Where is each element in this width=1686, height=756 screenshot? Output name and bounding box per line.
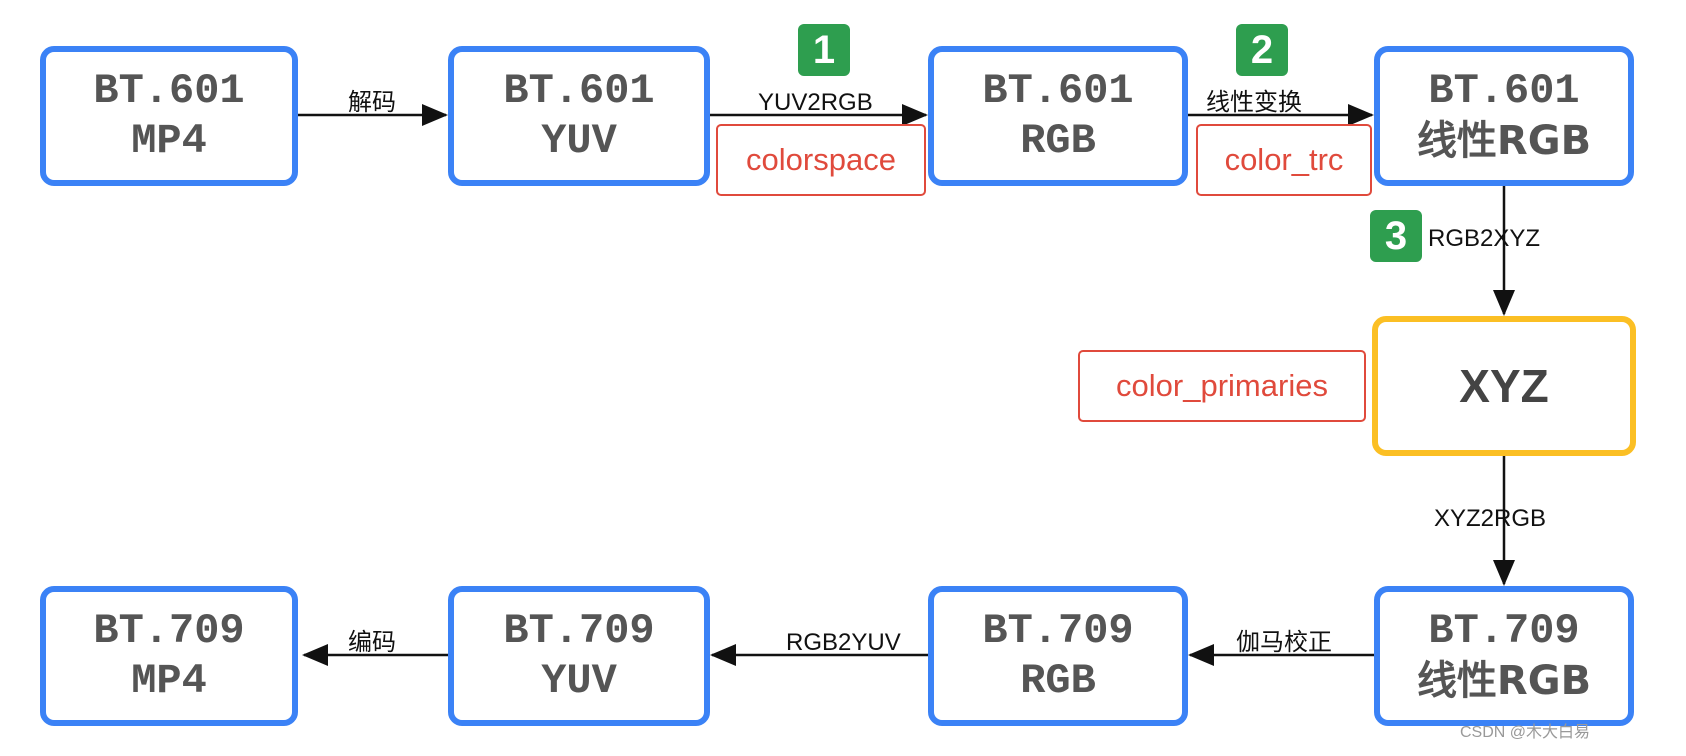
node-bt709-yuv-line2: YUV (541, 657, 617, 705)
node-bt709-yuv: BT.709 YUV (448, 586, 710, 726)
node-bt601-rgb: BT.601 RGB (928, 46, 1188, 186)
node-bt601-mp4-line2: MP4 (131, 117, 207, 165)
node-bt709-yuv-line1: BT.709 (503, 607, 655, 655)
step-badge-2: 2 (1236, 24, 1288, 76)
node-bt601-rgb-line2: RGB (1020, 117, 1096, 165)
edge-label-gamma-correction: 伽马校正 (1236, 629, 1332, 656)
edge-label-rgb2yuv: RGB2YUV (786, 629, 901, 656)
node-bt601-yuv-line2: YUV (541, 117, 617, 165)
node-bt709-rgb-line1: BT.709 (982, 607, 1134, 655)
node-bt709-linear-rgb: BT.709 线性RGB (1374, 586, 1634, 726)
edge-label-encode: 编码 (348, 629, 396, 656)
node-bt709-linear-rgb-line1: BT.709 (1428, 607, 1580, 655)
edge-label-decode: 解码 (348, 89, 396, 116)
step-badge-1: 1 (798, 24, 850, 76)
edge-label-linear-transform: 线性变换 (1206, 89, 1302, 116)
step-badge-3: 3 (1370, 210, 1422, 262)
node-bt601-linear-rgb: BT.601 线性RGB (1374, 46, 1634, 186)
node-bt709-mp4: BT.709 MP4 (40, 586, 298, 726)
node-bt709-rgb: BT.709 RGB (928, 586, 1188, 726)
param-color-primaries: color_primaries (1078, 350, 1366, 422)
node-bt601-yuv-line1: BT.601 (503, 67, 655, 115)
node-bt709-mp4-line2: MP4 (131, 657, 207, 705)
node-bt709-linear-rgb-line2: 线性RGB (1416, 658, 1592, 704)
node-xyz-label: XYZ (1459, 360, 1549, 412)
node-bt601-mp4-line1: BT.601 (93, 67, 245, 115)
node-bt601-linear-rgb-line2: 线性RGB (1416, 118, 1592, 164)
edge-label-xyz2rgb: XYZ2RGB (1434, 505, 1547, 532)
node-xyz: XYZ (1372, 316, 1636, 456)
node-bt601-mp4: BT.601 MP4 (40, 46, 298, 186)
edge-label-rgb2xyz: RGB2XYZ (1428, 225, 1541, 252)
edge-label-yuv2rgb: YUV2RGB (758, 89, 873, 116)
param-color-trc: color_trc (1196, 124, 1372, 196)
node-bt601-rgb-line1: BT.601 (982, 67, 1134, 115)
node-bt709-mp4-line1: BT.709 (93, 607, 245, 655)
node-bt709-rgb-line2: RGB (1020, 657, 1096, 705)
node-bt601-yuv: BT.601 YUV (448, 46, 710, 186)
node-bt601-linear-rgb-line1: BT.601 (1428, 67, 1580, 115)
param-colorspace: colorspace (716, 124, 926, 196)
watermark: CSDN @木大白易 (1459, 724, 1590, 741)
